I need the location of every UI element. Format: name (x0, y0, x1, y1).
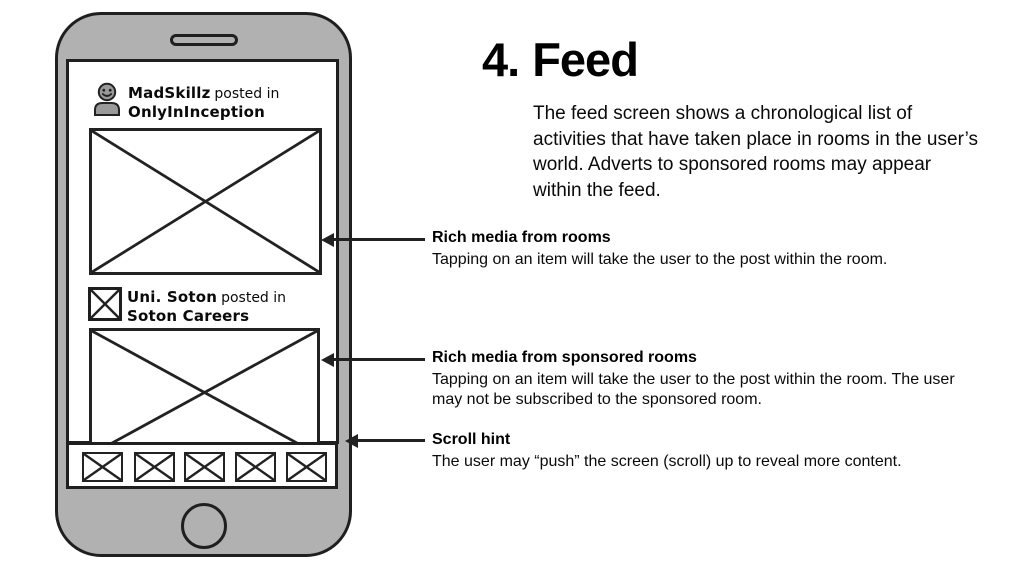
home-button (181, 503, 227, 549)
intro-paragraph: The feed screen shows a chronological li… (533, 103, 978, 201)
post-header-text: Uni. Soton posted in Soton Careers (127, 288, 286, 325)
page-title-number: 4. (482, 33, 520, 86)
annotation-rich-media-sponsored: Rich media from sponsored rooms Tapping … (432, 348, 977, 410)
annotation-scroll-hint: Scroll hint The user may “push” the scre… (432, 430, 977, 472)
page-title: 4. Feed (482, 33, 639, 86)
post-room-name: Soton Careers (127, 307, 250, 325)
annotation-arrow (357, 439, 425, 442)
arrow-left-icon (321, 233, 334, 247)
arrow-left-icon (321, 353, 334, 367)
image-placeholder-icon (88, 287, 122, 321)
annotation-body: The user may “push” the screen (scroll) … (432, 453, 902, 470)
post-header-text: MadSkillz posted in OnlyInInception (128, 84, 279, 121)
scroll-hint-thumbnail (184, 452, 225, 482)
arrow-left-icon (345, 434, 358, 448)
scroll-hint-thumbnail (235, 452, 276, 482)
page-title-word: Feed (532, 33, 639, 86)
annotation-heading: Rich media from rooms (432, 229, 611, 246)
scroll-hint-thumbnail (286, 452, 327, 482)
person-avatar-icon (92, 82, 122, 116)
annotation-rich-media-rooms: Rich media from rooms Tapping on an item… (432, 228, 977, 270)
post-username: MadSkillz (128, 84, 211, 102)
annotation-body: Tapping on an item will take the user to… (432, 371, 955, 408)
annotation-body: Tapping on an item will take the user to… (432, 251, 888, 268)
media-placeholder-rooms (89, 128, 322, 275)
post-connector: posted in (214, 86, 280, 102)
annotation-arrow (333, 358, 425, 361)
scroll-hint-bar (66, 442, 338, 489)
media-placeholder-sponsored (89, 328, 320, 457)
post-room-name: OnlyInInception (128, 103, 265, 121)
annotation-heading: Scroll hint (432, 431, 511, 448)
scroll-hint-thumbnail (82, 452, 123, 482)
annotation-heading: Rich media from sponsored rooms (432, 349, 697, 366)
post-username: Uni. Soton (127, 288, 218, 306)
phone-speaker-slot (170, 34, 238, 46)
scroll-hint-thumbnail (134, 452, 175, 482)
post-connector: posted in (221, 290, 287, 306)
annotation-arrow (333, 238, 425, 241)
